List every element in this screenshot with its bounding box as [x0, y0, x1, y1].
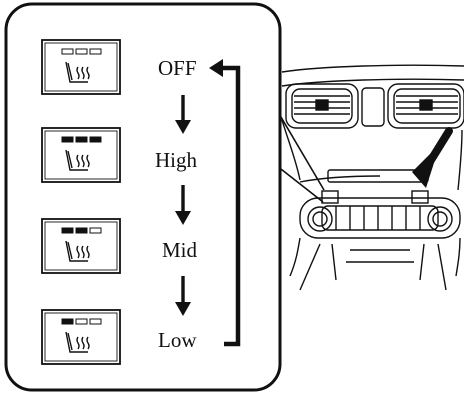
switch-inner-frame [44, 221, 118, 271]
hazard-switch [361, 87, 385, 127]
switch-frame [41, 218, 121, 274]
indicator-bar-off [89, 318, 102, 325]
indicator-bar-on [61, 227, 74, 234]
switch-inner-frame [44, 312, 118, 362]
level-label-off: OFF [158, 56, 197, 80]
indicator-bar-off [75, 318, 88, 325]
driver-seat-heater-switch [321, 190, 339, 204]
indicator-bar-on [61, 136, 74, 143]
switch-inner-frame [44, 130, 118, 180]
level-label-low: Low [158, 328, 197, 352]
switch-frame [41, 39, 121, 95]
level-label-mid: Mid [162, 238, 198, 262]
level-label-high: High [155, 148, 197, 172]
indicator-bar-off [61, 48, 74, 55]
dashboard-illustration [281, 64, 464, 291]
left-air-vent [285, 83, 359, 129]
seat-heater-switch [41, 309, 121, 365]
seat-heater-switch [41, 218, 121, 274]
passenger-seat-heater-switch [411, 190, 429, 204]
right-air-vent [387, 83, 464, 129]
switch-frame [41, 309, 121, 365]
seat-heater-icon [65, 61, 90, 83]
switch-frame [41, 127, 121, 183]
seat-heater-icon [65, 149, 90, 171]
indicator-bar-off [75, 48, 88, 55]
return-arrow-icon [209, 59, 241, 347]
arrow-down-icon [175, 276, 191, 316]
indicator-bar-on [75, 227, 88, 234]
indicator-bar-on [75, 136, 88, 143]
seat-heater-switch [41, 127, 121, 183]
arrow-down-icon [175, 185, 191, 225]
indicator-bar-on [89, 136, 102, 143]
pointer-arrow-icon [412, 127, 453, 188]
climate-control-panel [299, 197, 461, 239]
inset-panel [4, 2, 282, 392]
indicator-bar-on [61, 318, 74, 325]
switch-inner-frame [44, 42, 118, 92]
indicator-bar-off [89, 48, 102, 55]
seat-heater-switch [41, 39, 121, 95]
seat-heater-icon [65, 331, 90, 353]
arrow-down-icon [175, 95, 191, 134]
indicator-bar-off [89, 227, 102, 234]
seat-heater-icon [65, 240, 90, 262]
